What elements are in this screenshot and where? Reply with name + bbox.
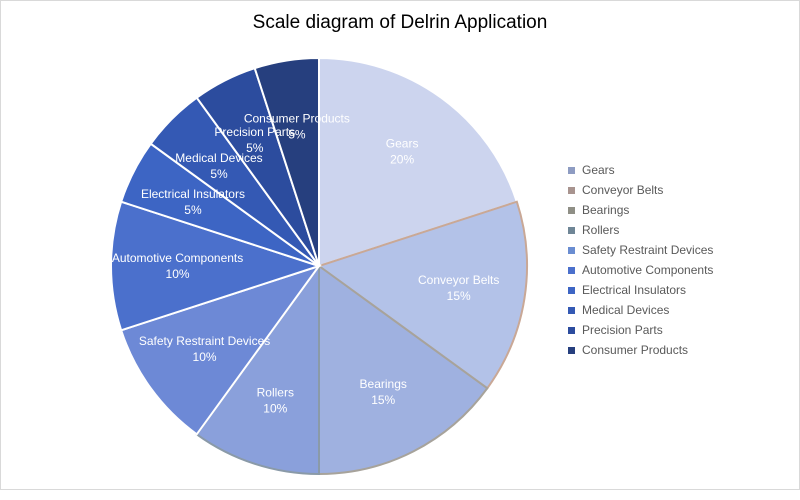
legend-item-precision-parts: Precision Parts (568, 320, 713, 340)
legend-label: Consumer Products (582, 343, 689, 357)
slice-value-medical-devices: 5% (210, 167, 228, 181)
legend-swatch (568, 206, 575, 214)
legend-item-rollers: Rollers (568, 220, 713, 240)
slice-label-consumer-products: Consumer Products (244, 111, 350, 125)
slice-rollers (195, 262, 320, 476)
slice-label-bearings: Bearings (360, 377, 407, 391)
legend-swatch (568, 166, 575, 174)
legend-swatch (568, 306, 575, 314)
slice-consumer-products (253, 56, 320, 267)
slice-automotive-components (110, 200, 323, 332)
pie-slices (110, 56, 528, 476)
slice-value-automotive-components: 10% (166, 267, 190, 281)
legend-item-electrical-insulators: Electrical Insulators (568, 280, 713, 300)
legend-item-consumer-products: Consumer Products (568, 340, 713, 360)
slice-label-precision-parts: Precision Parts (214, 125, 295, 139)
legend-label: Gears (582, 163, 615, 177)
legend-swatch (568, 326, 575, 334)
legend-swatch (568, 266, 575, 274)
legend-label: Safety Restraint Devices (582, 243, 714, 257)
legend-item-safety-restraint-devices: Safety Restraint Devices (568, 240, 713, 260)
slice-label-automotive-components: Automotive Components (112, 251, 243, 265)
chart-title: Scale diagram of Delrin Application (252, 12, 548, 33)
slice-value-rollers: 10% (263, 402, 287, 416)
slice-value-electrical-insulators: 5% (184, 203, 202, 217)
slice-label-conveyor-belts: Conveyor Belts (418, 273, 499, 287)
legend-swatch (568, 246, 575, 254)
legend-item-gears: Gears (568, 160, 713, 180)
legend-label: Conveyor Belts (582, 183, 664, 197)
slice-label-electrical-insulators: Electrical Insulators (141, 187, 245, 201)
legend-item-automotive-components: Automotive Components (568, 260, 713, 280)
slice-value-gears: 20% (390, 153, 414, 167)
slice-label-medical-devices: Medical Devices (175, 151, 262, 165)
slice-value-conveyor-belts: 15% (447, 289, 471, 303)
slice-conveyor-belts (316, 200, 528, 390)
slice-value-bearings: 15% (371, 393, 395, 407)
pie-labels: Gears 20% Conveyor Belts 15% Bearings 15% Roll… (112, 111, 500, 415)
slice-label-gears: Gears (386, 137, 419, 151)
slice-label-safety-restraint-devices: Safety Restraint Devices (139, 334, 270, 348)
slice-bearings (318, 264, 489, 476)
legend-label: Electrical Insulators (582, 283, 687, 297)
legend-item-conveyor-belts: Conveyor Belts (568, 180, 713, 200)
slice-value-safety-restraint-devices: 10% (193, 350, 217, 364)
legend-label: Automotive Components (582, 263, 714, 277)
legend-label: Medical Devices (582, 303, 670, 317)
legend-label: Bearings (582, 203, 630, 217)
legend-item-medical-devices: Medical Devices (568, 300, 713, 320)
slice-safety-restraint-devices (119, 264, 322, 436)
slice-label-rollers: Rollers (257, 386, 294, 400)
legend-swatch (568, 186, 575, 194)
legend-swatch (568, 286, 575, 294)
legend-item-bearings: Bearings (568, 200, 713, 220)
slice-gears (318, 56, 519, 268)
legend-label: Precision Parts (582, 323, 663, 337)
legend-label: Rollers (582, 223, 620, 237)
legend-swatch (568, 346, 575, 354)
slice-value-precision-parts: 5% (246, 141, 264, 155)
legend-swatch (568, 226, 575, 234)
slice-value-consumer-products: 5% (288, 127, 306, 141)
